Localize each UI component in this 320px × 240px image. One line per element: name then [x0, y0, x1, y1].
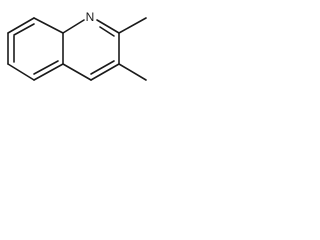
double-bond-n1-c2	[99, 26, 115, 37]
bond-methyl-c2	[118, 17, 147, 34]
bond-c4-c4a	[62, 63, 92, 81]
nitrogen-atom-label: N	[86, 10, 95, 24]
bond-benzene-top	[33, 17, 64, 34]
bond-benzene-lower-left	[7, 63, 35, 81]
bond-c3-c4	[90, 63, 120, 81]
bond-n1-c2	[96, 19, 120, 34]
bond-methyl-c3	[118, 63, 147, 81]
double-bond-benzene-upper-left	[13, 23, 35, 36]
bond-benzene-upper-left	[7, 17, 35, 34]
double-bond-benzene-bottom	[33, 60, 59, 75]
double-bond-c3-c4	[90, 60, 115, 75]
chemical-structure-diagram: N	[7, 10, 147, 81]
bond-c8a-n1	[62, 19, 85, 34]
bond-benzene-bottom	[33, 63, 64, 81]
